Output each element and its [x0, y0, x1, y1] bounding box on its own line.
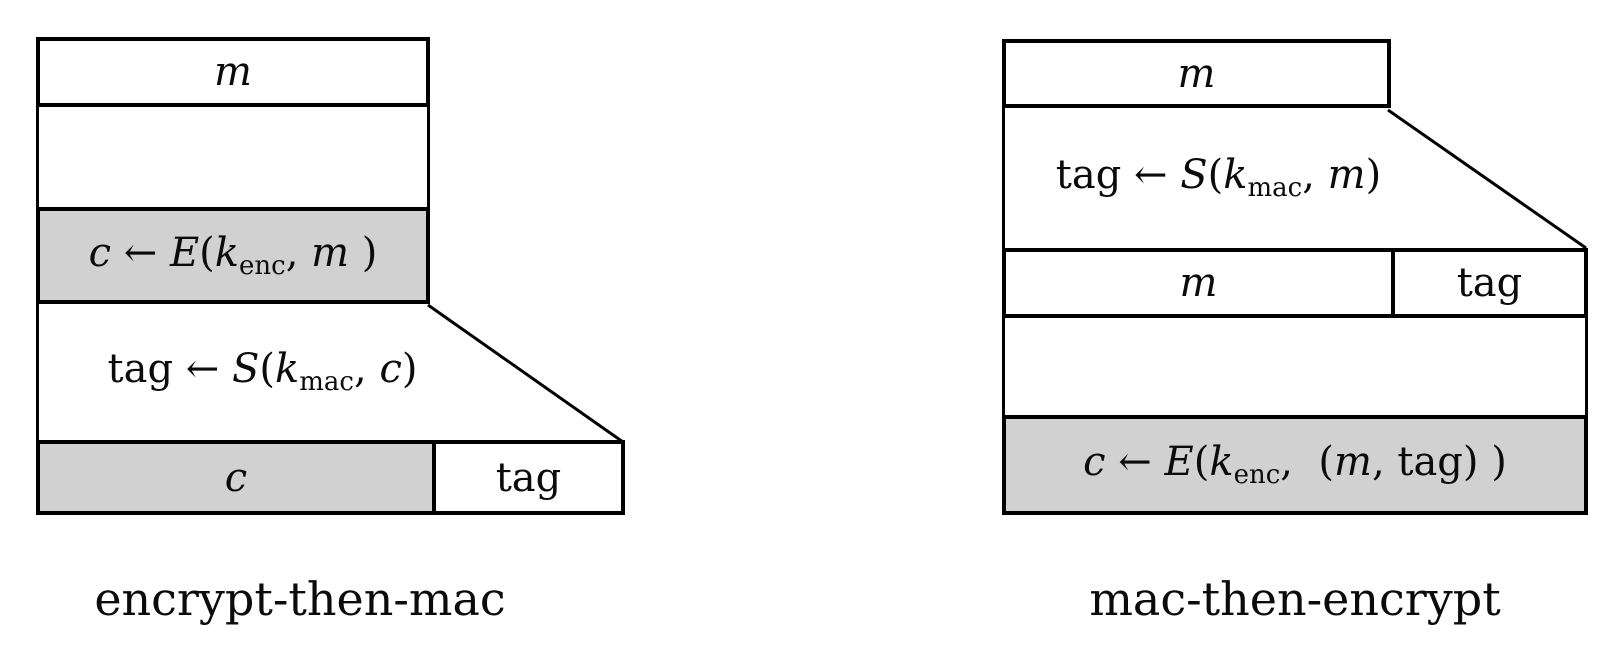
etm-output-tag-cell: tag [436, 444, 621, 511]
etm-caption: encrypt-then-mac [94, 572, 506, 626]
mte-encryption-formula: c ← E(kenc, (m, tag) ) [1083, 439, 1507, 490]
etm-output-row: c tag [36, 440, 625, 515]
etm-encryption-formula: c ← E(kenc, m ) [88, 229, 378, 281]
mte-mac-formula: tag ← S(kmac, m) [1055, 152, 1382, 203]
left-arrow-glyph: ← [110, 229, 170, 276]
etm-output-ciphertext-cell: c [40, 444, 436, 511]
etm-output-tag-label: tag [495, 454, 562, 501]
left-arrow-glyph: ← [1121, 152, 1181, 198]
mte-message-tag-row: m tag [1002, 248, 1588, 318]
etm-mac-step-region: tag ← S(kmac, c) [36, 304, 430, 440]
mte-message-box: m [1002, 39, 1391, 108]
mte-row-tag-cell: tag [1395, 252, 1584, 314]
left-arrow-glyph: ← [173, 346, 233, 392]
etm-mac-formula: tag ← S(kmac, c) [107, 346, 418, 397]
mte-mac-step-region: tag ← S(kmac, m) [1002, 108, 1432, 248]
mte-row-message-label: m [1179, 260, 1218, 306]
etm-output-ciphertext-label: c [224, 454, 248, 501]
mte-caption: mac-then-encrypt [1089, 572, 1501, 626]
etm-spacer-region [36, 107, 430, 207]
left-arrow-glyph: ← [1105, 439, 1165, 485]
mte-row-message-cell: m [1006, 252, 1395, 314]
etm-message-box: m [36, 37, 430, 107]
etm-encryption-step-box: c ← E(kenc, m ) [36, 207, 430, 304]
mte-row-tag-label: tag [1456, 260, 1523, 306]
etm-message-label: m [214, 49, 252, 95]
mte-encryption-step-box: c ← E(kenc, (m, tag) ) [1002, 415, 1588, 515]
mte-spacer-region [1002, 318, 1588, 415]
mte-message-label: m [1177, 50, 1216, 97]
etm-diagonal-connector-line [427, 303, 624, 444]
